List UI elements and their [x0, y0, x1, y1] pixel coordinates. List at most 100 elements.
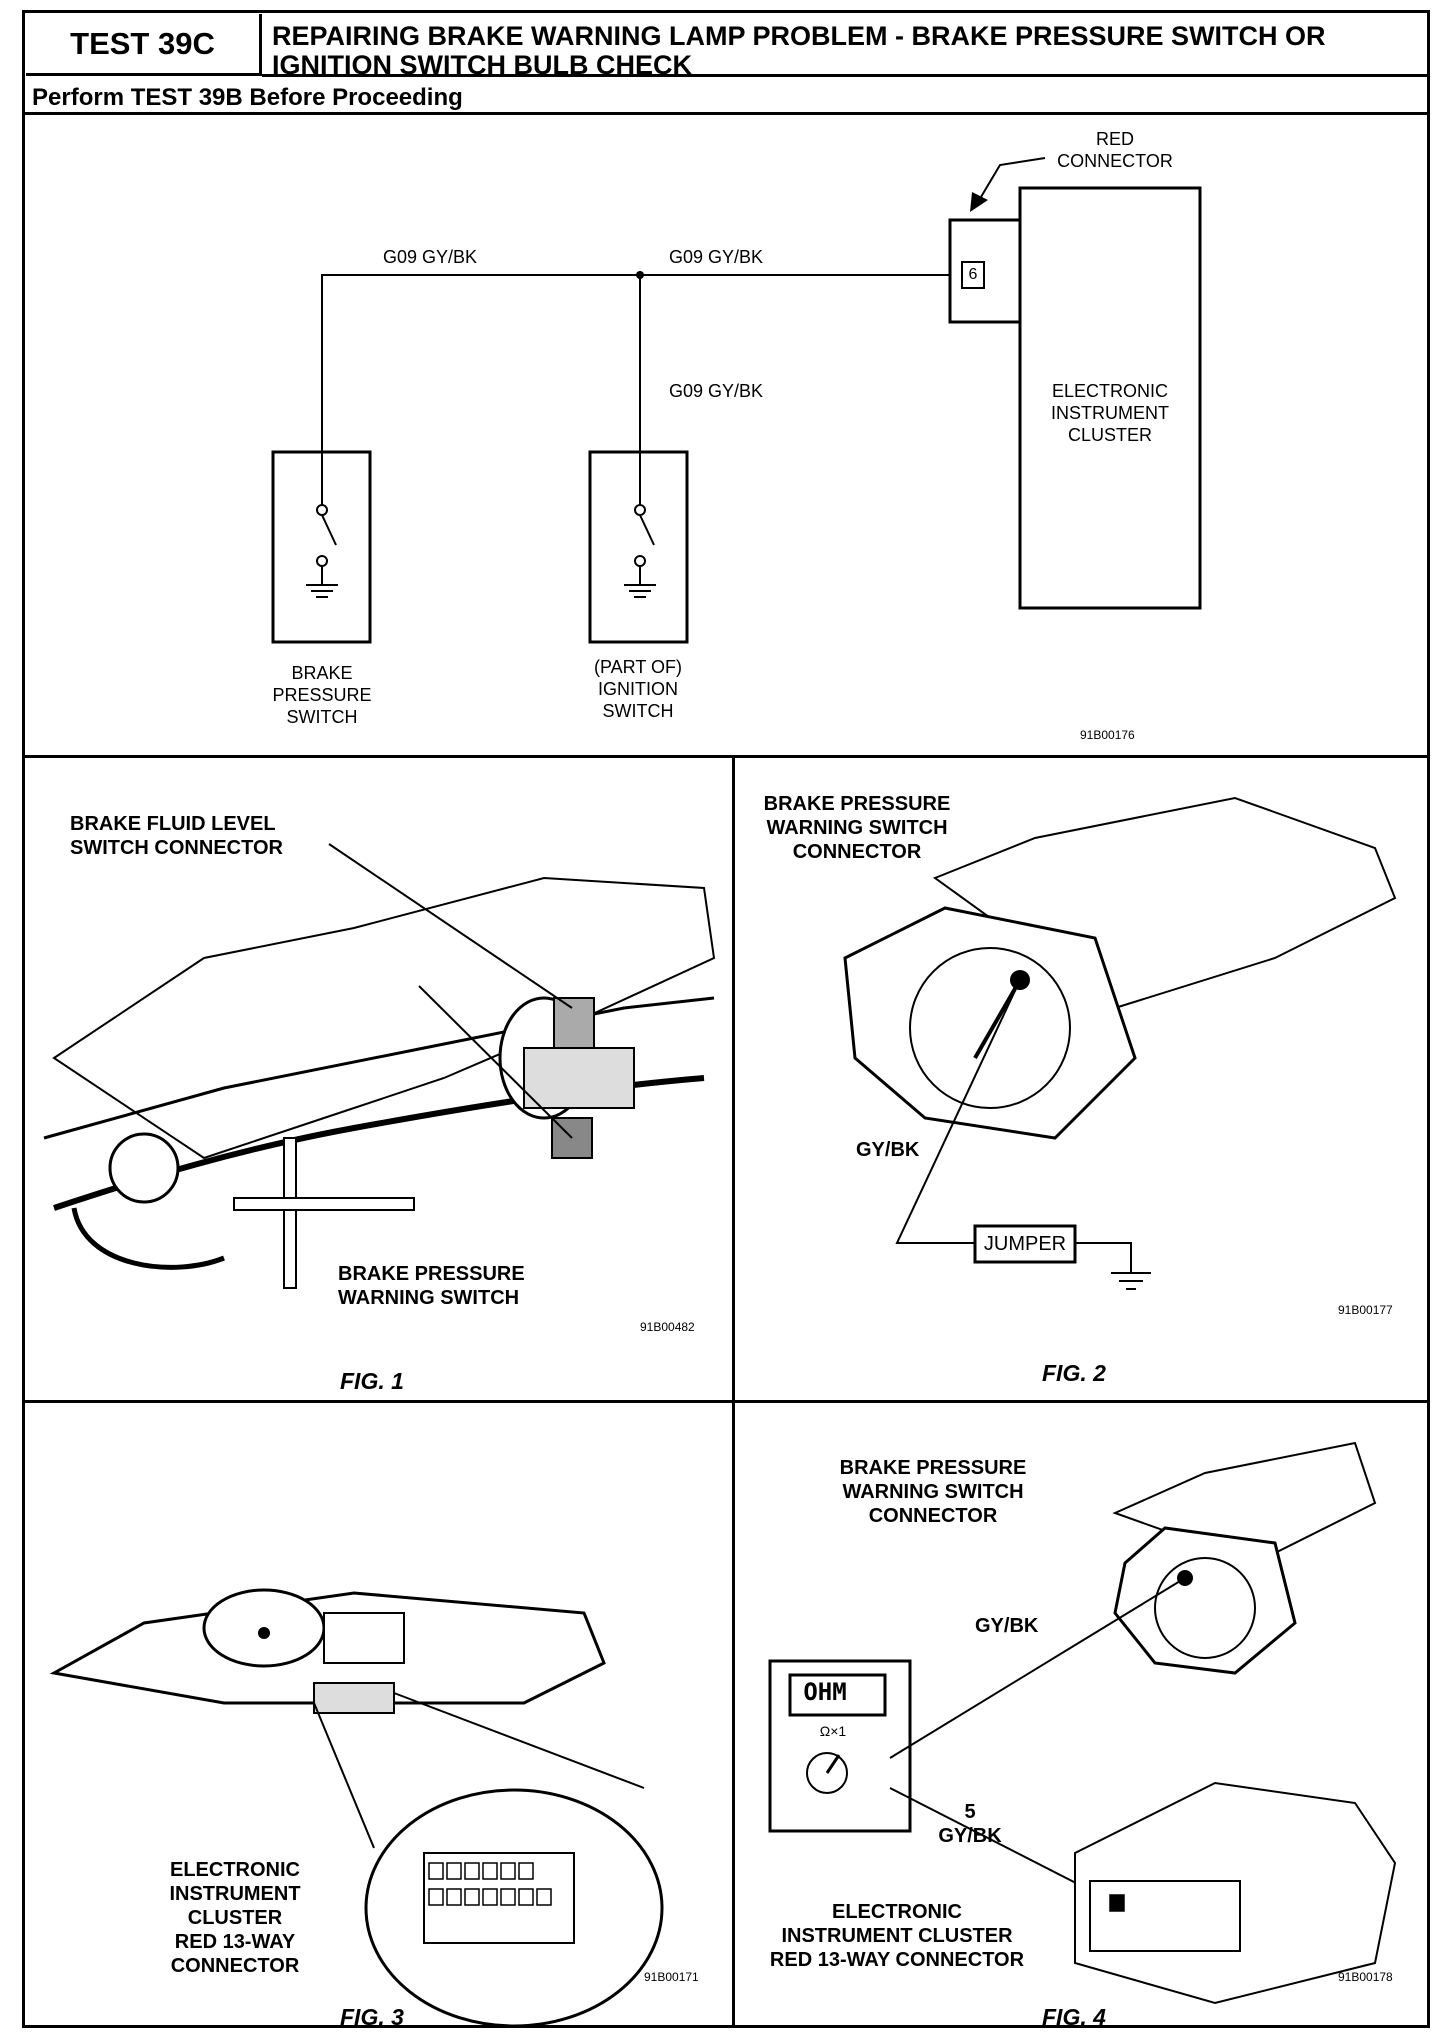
- fig4-cluster-connector-label: ELECTRONIC INSTRUMENT CLUSTER RED 13-WAY…: [752, 1900, 1042, 1972]
- fig3-label-line: CONNECTOR: [170, 1955, 300, 1977]
- wire-label-vertical: G09 GY/BK: [668, 381, 764, 401]
- fig3-label-line: ELECTRONIC: [170, 1859, 300, 1881]
- switch2-label-line: (PART OF): [593, 657, 682, 677]
- meter-display-text: OHM: [803, 1678, 847, 1706]
- brake-switch-box: [271, 450, 372, 644]
- switch2-label-line: SWITCH: [602, 701, 674, 721]
- fig2-caption: FIG. 2: [1042, 1360, 1106, 1386]
- leader-pressure-switch: [418, 985, 573, 1139]
- pin5-cavity: [1109, 1894, 1125, 1912]
- fig4-connector-face: [1154, 1557, 1256, 1659]
- fig4-wire-label: GY/BK: [975, 1615, 1039, 1637]
- dial-pointer: [825, 1754, 841, 1774]
- connector-cavity: [536, 1888, 552, 1906]
- fig4-label-line: CONNECTOR: [868, 1505, 998, 1527]
- connector-cavity: [500, 1888, 516, 1906]
- fig4-code: 91B00178: [1338, 1970, 1393, 1984]
- fig1-caption: FIG. 1: [340, 1368, 404, 1394]
- splice-dot: [636, 271, 644, 279]
- connector-label-line: CONNECTOR: [1057, 151, 1173, 171]
- steering-hub: [258, 1627, 270, 1639]
- cluster-label: ELECTRONIC INSTRUMENT CLUSTER: [1020, 380, 1200, 446]
- switch1-contact-top: [316, 504, 328, 516]
- connector-cavity: [518, 1862, 534, 1880]
- fig2-wire-label: GY/BK: [856, 1139, 920, 1161]
- meter-display: [788, 1673, 887, 1717]
- connector-cavity: [446, 1862, 462, 1880]
- fig4-pin-line: 5: [964, 1801, 976, 1823]
- wire-label-left: G09 GY/BK: [382, 247, 478, 267]
- fig1-label-fluid-connector: BRAKE FLUID LEVEL SWITCH CONNECTOR: [70, 812, 283, 860]
- center-divider: [732, 755, 735, 2028]
- fig3-connector-label: ELECTRONIC INSTRUMENT CLUSTER RED 13-WAY…: [150, 1858, 320, 1978]
- wiring-schematic: [271, 157, 1202, 644]
- fig4-bottom-line: ELECTRONIC: [832, 1901, 962, 1923]
- meter-lead-1: [889, 1577, 1186, 1759]
- row-divider: [24, 1400, 1428, 1403]
- connector-cavity: [446, 1888, 462, 1906]
- terminal-slot: [973, 979, 1022, 1059]
- header-divider: [262, 74, 1428, 77]
- fig4-pin-label: 5 GY/BK: [920, 1800, 1020, 1848]
- leader-spacer: [329, 844, 424, 986]
- fig1-label-line: BRAKE FLUID LEVEL: [70, 813, 276, 835]
- fig2-label-line: WARNING SWITCH: [766, 817, 948, 839]
- jumper-lead: [895, 979, 1021, 1244]
- switch2-label-line: IGNITION: [598, 679, 678, 699]
- switch1-contact-bottom: [316, 555, 328, 567]
- connector-cavity: [428, 1862, 444, 1880]
- fig3-dash-illustration: [49, 1588, 664, 2028]
- fluid-level-connector: [553, 997, 595, 1049]
- fig1-label-line: BRAKE PRESSURE: [338, 1263, 525, 1285]
- fig4-bottom-line: INSTRUMENT CLUSTER: [781, 1925, 1013, 1947]
- fig1-engine-illustration: [43, 843, 716, 1289]
- test-id: TEST 39C: [26, 14, 262, 76]
- connector-cavity: [500, 1862, 516, 1880]
- firewall-outline: [52, 876, 716, 1160]
- connector-cavity: [464, 1862, 480, 1880]
- fig1-label-line: SWITCH CONNECTOR: [70, 837, 283, 859]
- title-line-1: REPAIRING BRAKE WARNING LAMP PROBLEM - B…: [272, 21, 1326, 51]
- connector-cavity: [464, 1888, 480, 1906]
- fig4-label-line: WARNING SWITCH: [842, 1481, 1024, 1503]
- pin-number: 6: [968, 266, 978, 283]
- fig2-connector-label: BRAKE PRESSURE WARNING SWITCH CONNECTOR: [752, 792, 962, 864]
- fig1-code: 91B00482: [640, 1320, 695, 1334]
- fig4-caption: FIG. 4: [1042, 2004, 1106, 2030]
- cluster-box: [1018, 186, 1202, 610]
- fig4-bottom-line: RED 13-WAY CONNECTOR: [769, 1949, 1025, 1971]
- connector-cavity: [482, 1888, 498, 1906]
- fig4-cavity-block: [1089, 1880, 1241, 1952]
- fig4-meter-illustration: [768, 1441, 1397, 2005]
- connector-label-line: RED: [1095, 129, 1134, 149]
- callout-line-right: [393, 1692, 645, 1789]
- jumper-ground-lead: [1075, 1242, 1132, 1273]
- schematic-code: 91B00176: [1080, 728, 1135, 742]
- cluster-label-line: CLUSTER: [1067, 425, 1152, 445]
- frame-crossmember: [233, 1197, 415, 1211]
- switch1-blade: [321, 514, 337, 546]
- frame-rail: [283, 1137, 297, 1289]
- ignition-switch-box: [588, 450, 689, 644]
- switch1-label-line: PRESSURE: [272, 685, 372, 705]
- brake-switch-label: BRAKE PRESSURE SWITCH: [252, 662, 392, 728]
- cluster-label-line: ELECTRONIC: [1051, 381, 1168, 401]
- jumper-label: JUMPER: [983, 1233, 1067, 1255]
- cluster-connector-location: [313, 1682, 395, 1714]
- meter-scale-label: Ω×1: [819, 1723, 847, 1739]
- switch2-blade: [639, 514, 655, 546]
- switch2-contact-bottom: [634, 555, 646, 567]
- switch1-label-line: SWITCH: [286, 707, 358, 727]
- schematic-bottom-rule: [24, 755, 1428, 758]
- cowl-edge: [43, 996, 715, 1140]
- leader-fluid-connector: [328, 843, 573, 1009]
- fig2-code: 91B00177: [1338, 1303, 1393, 1317]
- fig4-label-line: BRAKE PRESSURE: [839, 1457, 1027, 1479]
- ignition-switch-label: (PART OF) IGNITION SWITCH: [568, 656, 708, 722]
- callout-line-left: [313, 1702, 375, 1849]
- fluid-reservoir: [108, 1132, 180, 1204]
- cluster-label-line: INSTRUMENT: [1051, 403, 1169, 423]
- switch1-label-line: BRAKE: [291, 663, 353, 683]
- prerequisite-note: Perform TEST 39B Before Proceeding: [32, 84, 463, 111]
